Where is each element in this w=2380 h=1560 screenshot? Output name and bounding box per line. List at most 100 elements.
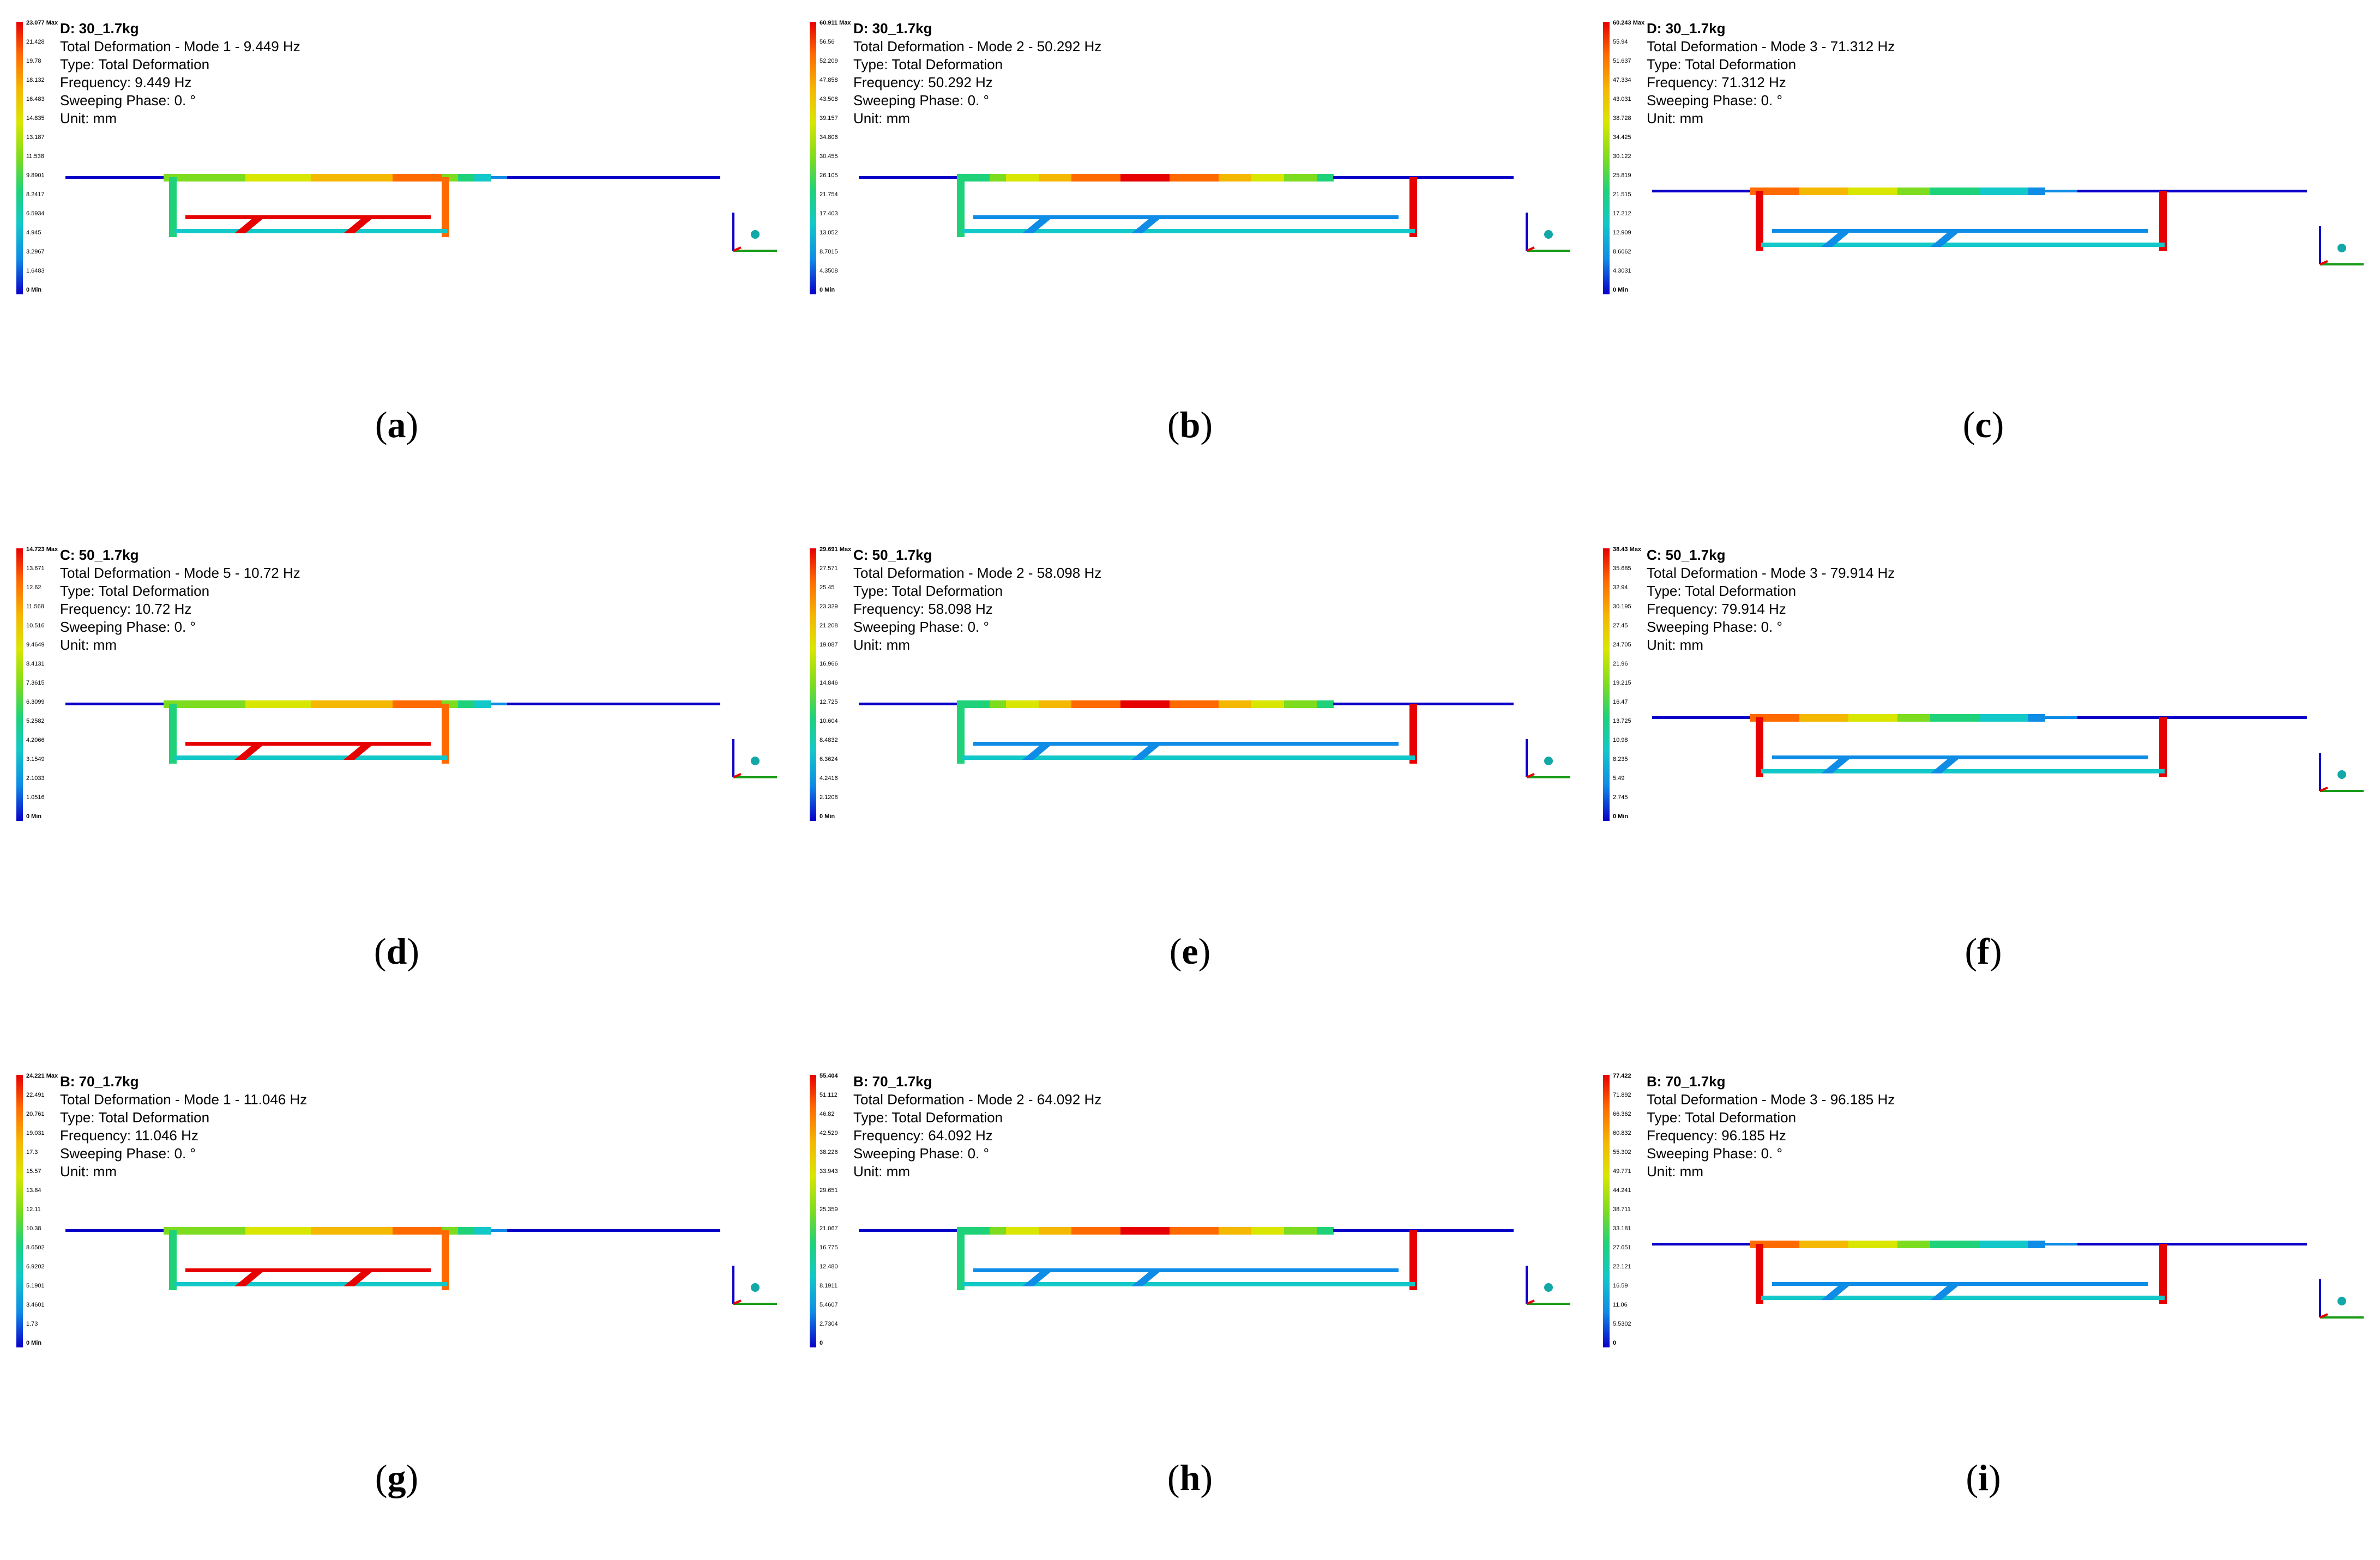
beam-segment [1685, 1243, 1702, 1245]
legend-label: 0 Min [820, 287, 835, 293]
deformation-model [859, 174, 1570, 252]
beam-segment [344, 174, 360, 182]
beam-segment [1349, 176, 1366, 179]
beam-segment [147, 1229, 164, 1232]
beam-segment [1897, 714, 1914, 722]
beam-segment [1284, 174, 1301, 182]
beam-segment [294, 1227, 311, 1235]
subtitle: Total Deformation - Mode 3 - 96.185 Hz [1647, 1091, 1895, 1108]
beam-segment [1186, 1227, 1203, 1235]
beam-segment [1881, 188, 1898, 195]
beam-segment [1947, 1241, 1963, 1248]
legend-label: 13.671 [26, 565, 45, 572]
beam-segment [990, 700, 1007, 708]
type-line: Type: Total Deformation [60, 1109, 210, 1126]
panel-caption: (b) [1167, 404, 1213, 445]
legend-color-bar [1603, 22, 1610, 294]
lower-frame [174, 755, 447, 760]
legend-label: 4.945 [26, 229, 41, 236]
axis-origin-sphere [751, 1283, 760, 1292]
beam-segment [540, 176, 557, 179]
legend-label: 43.508 [820, 96, 838, 102]
beam-segment [1734, 190, 1751, 192]
legend-label: 55.302 [1613, 1149, 1631, 1156]
beam-segment [1022, 1227, 1039, 1235]
beam-segment [82, 176, 99, 179]
beam-segment [1832, 188, 1849, 195]
type-line: Type: Total Deformation [1647, 56, 1797, 72]
beam-segment [311, 700, 328, 708]
beam-segment [1930, 714, 1947, 722]
beam-segment [393, 700, 409, 708]
legend-label: 8.6502 [26, 1244, 45, 1251]
beam-segment [2012, 1241, 2029, 1248]
beam-segment [1399, 1229, 1415, 1232]
beam-segment [1734, 716, 1751, 719]
beam-segment [671, 703, 688, 705]
beam-segment [1832, 1241, 1849, 1248]
beam-segment [1366, 176, 1383, 179]
legend-label: 5.2582 [26, 718, 45, 724]
legend-label: 11.538 [26, 153, 44, 160]
beam-segment [98, 703, 115, 705]
unit-line: Unit: mm [1647, 637, 1703, 653]
legend-label: 71.892 [1613, 1092, 1631, 1098]
beam-segment [2274, 716, 2291, 719]
legend-label: 2.7304 [820, 1321, 838, 1327]
beam-segment [65, 1229, 82, 1232]
beam-segment [245, 174, 262, 182]
beam-segment [1055, 700, 1072, 708]
beam-segment [474, 174, 491, 182]
beam-segment [311, 1227, 328, 1235]
beam-segment [1333, 176, 1350, 179]
beam-segment [311, 174, 328, 182]
beam-segment [2192, 190, 2209, 192]
axis-origin-sphere [1544, 230, 1553, 239]
beam-segment [891, 1229, 908, 1232]
beam-segment [687, 1229, 704, 1232]
beam-segment [2241, 190, 2258, 192]
beam-segment [1039, 1227, 1056, 1235]
left-leg [169, 704, 177, 764]
beam-segment [196, 1227, 213, 1235]
beam-segment [1652, 1243, 1669, 1245]
legend-label: 0 Min [820, 813, 835, 820]
beam-segment [1448, 1229, 1465, 1232]
caption-letter: a [387, 404, 406, 445]
panel-caption: (c) [1962, 404, 2004, 445]
left-leg [1756, 191, 1763, 251]
subtitle: Total Deformation - Mode 2 - 64.092 Hz [853, 1091, 1102, 1108]
beam-segment [196, 700, 213, 708]
beam-segment [2126, 190, 2143, 192]
beam-segment [1399, 176, 1415, 179]
beam-segment [1881, 714, 1898, 722]
beam-segment [376, 700, 393, 708]
beam-segment [1104, 1227, 1121, 1235]
legend-label: 38.728 [1613, 115, 1631, 122]
beam-segment [1317, 700, 1334, 708]
beam-segment [262, 174, 279, 182]
legend-label: 21.96 [1613, 661, 1628, 667]
caption-letter: b [1179, 404, 1201, 445]
beam-segment [1718, 190, 1734, 192]
beam-segment [1947, 714, 1963, 722]
legend-label: 14.835 [26, 115, 45, 122]
beam-segment [654, 176, 671, 179]
legend-label: 60.832 [1613, 1130, 1631, 1136]
beam-segment [1251, 174, 1268, 182]
diagonal-brace [234, 1268, 267, 1286]
legend-label: 13.84 [26, 1187, 41, 1194]
beam-segment [2045, 190, 2062, 192]
subtitle: Total Deformation - Mode 1 - 11.046 Hz [60, 1091, 308, 1108]
beam-segment [2176, 716, 2192, 719]
legend-label: 8.2417 [26, 191, 45, 198]
beam-segment [2028, 1241, 2045, 1248]
legend-label: 25.819 [1613, 172, 1631, 179]
beam-segment [1464, 1229, 1481, 1232]
beam-segment [1120, 174, 1137, 182]
beam-segment [523, 1229, 540, 1232]
beam-segment [1685, 190, 1702, 192]
